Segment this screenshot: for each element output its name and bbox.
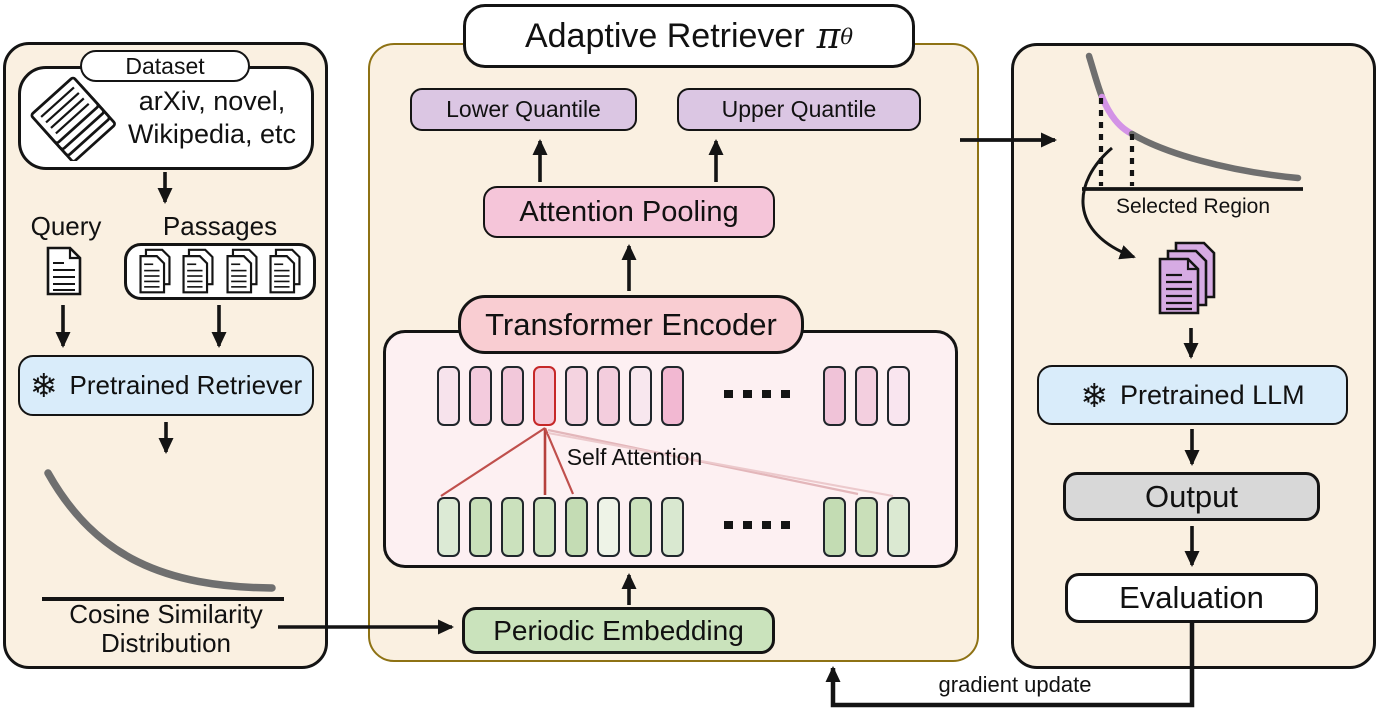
selected-region-label: Selected Region bbox=[1115, 195, 1271, 218]
query-label: Query bbox=[30, 211, 102, 241]
token bbox=[565, 497, 588, 557]
token bbox=[823, 366, 846, 426]
gradient-update-label: gradient update bbox=[938, 672, 1092, 697]
passage-stack-icon bbox=[139, 248, 171, 294]
token bbox=[661, 366, 684, 426]
distribution-caption: Cosine Similarity Distribution bbox=[40, 600, 292, 658]
output-box: Output bbox=[1063, 472, 1320, 521]
token bbox=[855, 366, 878, 426]
token bbox=[533, 497, 556, 557]
distribution-caption-line1: Cosine Similarity bbox=[69, 599, 263, 629]
top-tokens-right bbox=[823, 366, 910, 426]
token bbox=[887, 497, 910, 557]
token bbox=[823, 497, 846, 557]
ellipsis-dots-bottom bbox=[724, 521, 790, 529]
selected-documents-icon bbox=[1158, 241, 1216, 315]
token bbox=[469, 366, 492, 426]
dataset-pill: Dataset bbox=[80, 50, 250, 82]
upper-quantile-box: Upper Quantile bbox=[677, 88, 921, 131]
token bbox=[469, 497, 492, 557]
paper-stack-icon bbox=[30, 76, 116, 161]
distribution-caption-line2: Distribution bbox=[100, 628, 232, 658]
transformer-encoder-pill: Transformer Encoder bbox=[458, 295, 804, 354]
token bbox=[501, 366, 524, 426]
title-text: Adaptive Retriever bbox=[524, 16, 805, 55]
pretrained-llm-box: ❄ Pretrained LLM bbox=[1037, 365, 1348, 425]
lower-quantile-box: Lower Quantile bbox=[410, 88, 637, 131]
passages-box bbox=[124, 243, 316, 300]
dataset-sources-box: arXiv, novel, Wikipedia, etc bbox=[18, 66, 314, 170]
ellipsis-dots-top bbox=[724, 390, 790, 398]
snowflake-icon: ❄ bbox=[29, 366, 58, 405]
token bbox=[501, 497, 524, 557]
token bbox=[565, 366, 588, 426]
periodic-embedding-box: Periodic Embedding bbox=[462, 607, 775, 654]
pretrained-retriever-label: Pretrained Retriever bbox=[69, 370, 303, 400]
bottom-tokens-left bbox=[437, 497, 684, 557]
token bbox=[629, 366, 652, 426]
token bbox=[661, 497, 684, 557]
evaluation-box: Evaluation bbox=[1065, 573, 1318, 623]
passage-stack-icon bbox=[182, 248, 214, 294]
attention-pooling-box: Attention Pooling bbox=[483, 186, 775, 238]
token bbox=[629, 497, 652, 557]
token bbox=[437, 497, 460, 557]
pretrained-llm-label: Pretrained LLM bbox=[1120, 379, 1305, 410]
token bbox=[533, 366, 556, 426]
query-document-icon bbox=[46, 246, 82, 296]
token bbox=[597, 366, 620, 426]
passage-stack-icon bbox=[226, 248, 258, 294]
dataset-sources-line1: arXiv, novel, bbox=[138, 86, 286, 116]
token bbox=[597, 497, 620, 557]
passages-label: Passages bbox=[162, 211, 278, 241]
passage-stack-icon bbox=[269, 248, 301, 294]
pretrained-retriever-box: ❄ Pretrained Retriever bbox=[18, 355, 314, 416]
snowflake-icon: ❄ bbox=[1080, 375, 1109, 415]
top-tokens-left bbox=[437, 366, 684, 426]
bottom-tokens-right bbox=[823, 497, 910, 557]
token bbox=[855, 497, 878, 557]
title-theta-subscript: θ bbox=[840, 23, 854, 49]
dataset-sources-line2: Wikipedia, etc bbox=[127, 119, 297, 149]
self-attention-label: Self Attention bbox=[566, 444, 703, 470]
title-pi-symbol: π bbox=[816, 15, 841, 57]
token bbox=[437, 366, 460, 426]
token bbox=[887, 366, 910, 426]
